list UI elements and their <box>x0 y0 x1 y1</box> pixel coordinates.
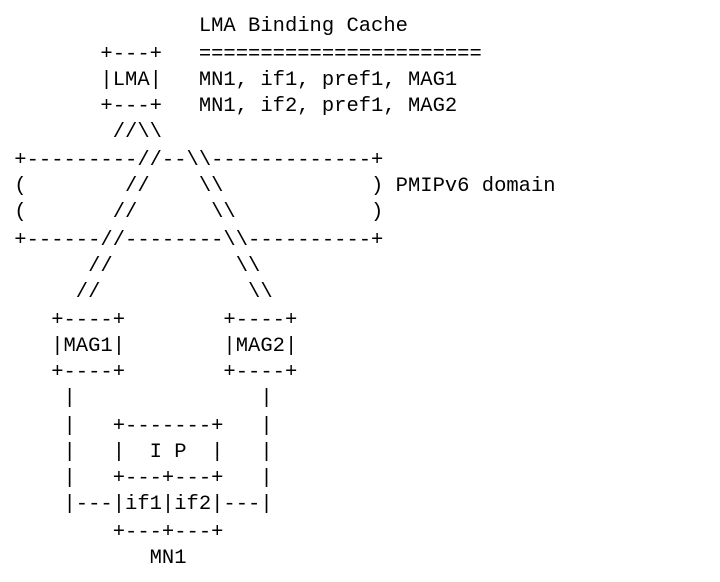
lma-box-label-and-cache-entry-1: |LMA| MN1, if1, pref1, MAG1 <box>2 69 458 92</box>
domain-border-top: +---------//--\\-------------+ <box>2 149 384 172</box>
mag-boxes-bottom: +----+ +----+ <box>2 361 298 384</box>
mn-box-bottom: +---+---+ <box>2 521 224 544</box>
mn-box-divider: | +---+---+ | <box>2 467 273 490</box>
mn-box-top: | +-------+ | <box>2 415 273 438</box>
binding-cache-title: LMA Binding Cache <box>2 15 408 38</box>
domain-row-label: ( // \\ ) PMIPv6 domain <box>2 175 556 198</box>
mn-interfaces-row: |---|if1|if2|---| <box>2 493 273 516</box>
mag-links-row-2: // \\ <box>2 281 273 304</box>
mag-links-row-1: // \\ <box>2 255 261 278</box>
lma-links-row-1: //\\ <box>2 121 162 144</box>
domain-row-2: ( // \\ ) <box>2 201 384 224</box>
domain-border-bottom: +------//--------\\----------+ <box>2 229 384 252</box>
mn-links-row-1: | | <box>2 387 273 410</box>
mag-boxes-labels: |MAG1| |MAG2| <box>2 335 298 358</box>
mn-box-ip-label: | | I P | | <box>2 441 273 464</box>
lma-box-top-and-cache-separator: +---+ ======================= <box>2 43 482 66</box>
lma-box-bottom-and-cache-entry-2: +---+ MN1, if2, pref1, MAG2 <box>2 95 458 118</box>
mag-boxes-top: +----+ +----+ <box>2 309 298 332</box>
mn-label: MN1 <box>2 547 187 570</box>
